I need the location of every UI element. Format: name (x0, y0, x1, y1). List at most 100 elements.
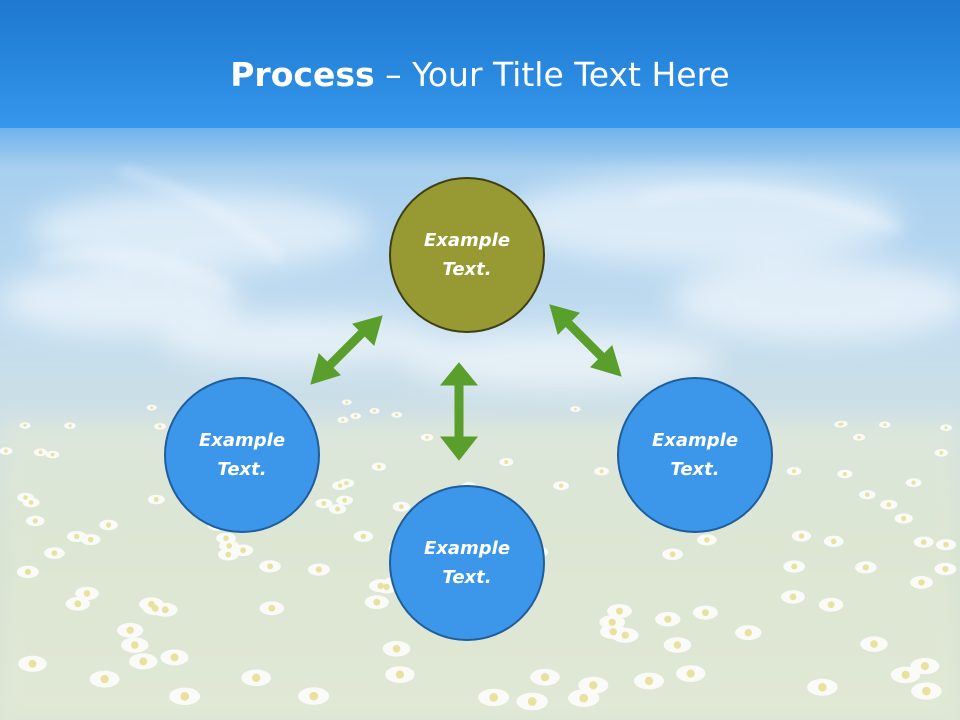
daisy-center (918, 579, 925, 586)
daisy-center (68, 424, 72, 428)
daisy-center (28, 659, 37, 668)
daisy-center (153, 497, 159, 502)
daisy-center (579, 693, 589, 703)
daisy-center (354, 414, 358, 418)
daisy-center (87, 536, 94, 543)
daisy-center (342, 497, 347, 503)
node-left-line2: Text. (217, 459, 267, 480)
daisy-center (24, 568, 31, 576)
daisy-center (791, 563, 798, 570)
daisy-center (942, 565, 949, 573)
daisy-center (376, 464, 381, 469)
daisy-center (608, 618, 616, 626)
daisy-center (392, 644, 401, 653)
daisy-center (939, 450, 944, 455)
title-bar-fade (0, 128, 960, 168)
daisy-center (100, 674, 109, 684)
title-bar (0, 0, 960, 128)
slide-title: Process – Your Title Text Here (0, 52, 960, 98)
daisy-center (360, 533, 366, 539)
daisy-center (862, 564, 869, 571)
daisy-center (589, 681, 598, 690)
daisy-center (840, 422, 844, 426)
daisy-center (226, 543, 232, 549)
daisy-center (540, 673, 550, 682)
daisy-center (170, 653, 179, 662)
daisy-center (922, 686, 931, 696)
daisy-center (38, 450, 43, 455)
daisy-center (842, 471, 848, 477)
daisy-center (28, 500, 34, 505)
daisy-center (23, 423, 27, 427)
daisy-center (337, 483, 343, 488)
node-bottom-line2: Text. (442, 567, 492, 588)
daisy-center (223, 535, 229, 541)
daisy-center (344, 480, 349, 486)
daisy-center (335, 506, 341, 512)
daisy-center (106, 522, 112, 528)
daisy-center (373, 598, 381, 606)
daisy-center (161, 606, 169, 614)
daisy-center (395, 670, 404, 679)
daisy-center (883, 423, 887, 427)
daisy-center (686, 669, 695, 678)
daisy-center (240, 547, 247, 554)
daisy-center (74, 533, 80, 540)
daisy-center (673, 641, 682, 649)
daisy-center (944, 426, 948, 430)
daisy-center (425, 435, 429, 440)
daisy-center (664, 615, 672, 623)
daisy-center (558, 483, 564, 488)
daisy-center (704, 537, 710, 543)
daisy-center (268, 604, 276, 612)
daisy-center (798, 533, 805, 539)
double-arrow-icon (310, 315, 383, 385)
daisy-center (669, 551, 676, 558)
node-left-line1: Example (198, 430, 286, 451)
daisy-center (131, 641, 139, 649)
daisy-center (398, 504, 404, 510)
daisy-center (599, 469, 604, 474)
daisy-center (616, 607, 623, 615)
daisy-center (180, 691, 190, 701)
daisy-center (373, 409, 376, 413)
daisy-center (901, 670, 910, 680)
daisy-center (744, 629, 752, 637)
daisy-center (489, 693, 499, 702)
node-right-line2: Text. (670, 459, 720, 480)
daisy-center (321, 501, 327, 506)
daisy-center (857, 435, 861, 439)
node-right-line1: Example (651, 430, 739, 451)
daisy-center (50, 452, 55, 457)
daisy-center (920, 539, 927, 545)
daisy-center (644, 676, 654, 686)
daisy-center (225, 551, 232, 558)
daisy-center (395, 413, 399, 417)
daisy-center (74, 600, 82, 608)
daisy-center (609, 628, 617, 636)
daisy-center (818, 683, 827, 692)
daisy-center (911, 480, 916, 485)
daisy-center (701, 609, 709, 617)
daisy-center (901, 515, 907, 522)
daisy-center (345, 400, 349, 404)
title-rest: – Your Title Text Here (374, 55, 730, 94)
daisy-center (83, 590, 91, 597)
daisy-center (309, 691, 319, 701)
daisy-center (621, 631, 629, 639)
daisy-center (870, 640, 878, 648)
daisy-center (827, 601, 835, 609)
node-top-line2: Text. (442, 259, 492, 280)
daisy-center (341, 418, 345, 422)
daisy-center (830, 538, 837, 545)
daisy-center (886, 502, 892, 508)
